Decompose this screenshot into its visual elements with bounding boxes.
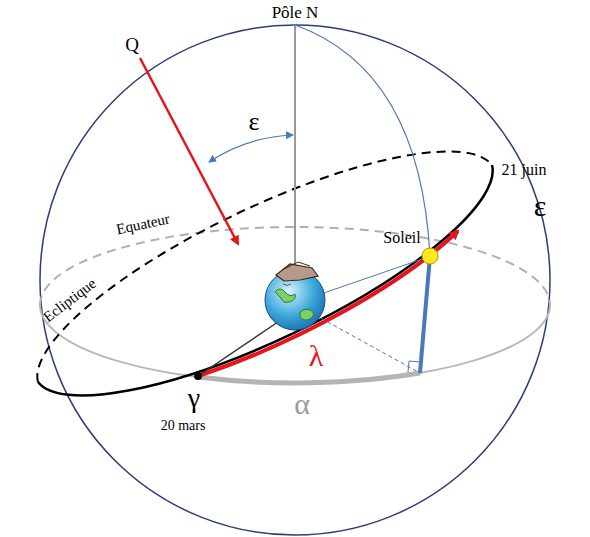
ecliptic-label: Ecliptique xyxy=(41,275,99,324)
point-label: γ xyxy=(188,384,200,412)
sun-label: Soleil xyxy=(383,230,420,246)
equator-label: Equateur xyxy=(115,211,171,237)
angle-label: ε xyxy=(534,191,547,221)
date-label: 20 mars xyxy=(161,419,206,433)
point-label: Q xyxy=(125,35,139,54)
angle-label: ε xyxy=(249,109,260,135)
longitude-label: λ xyxy=(309,341,324,371)
pole-label: Pôle N xyxy=(272,4,319,21)
ascension-label: α xyxy=(294,389,310,419)
date-label: 21 juin xyxy=(502,162,547,178)
